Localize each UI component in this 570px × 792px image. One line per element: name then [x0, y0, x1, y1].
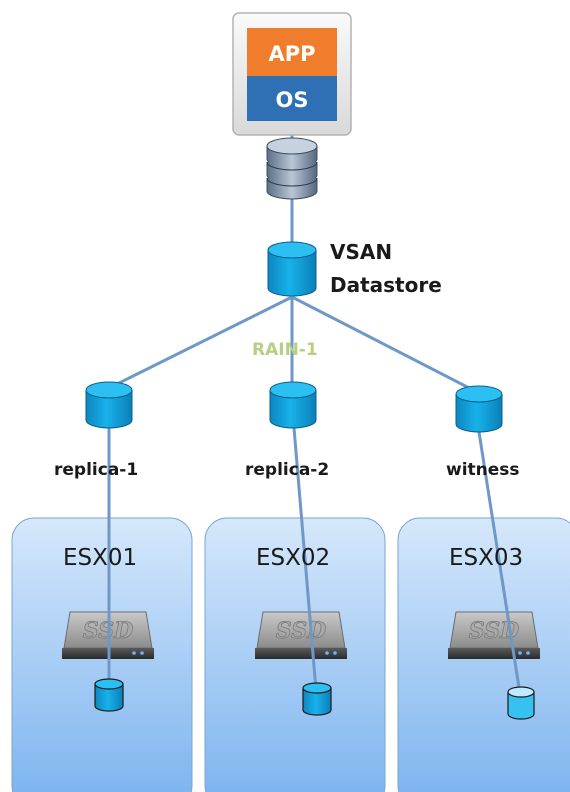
witness-cylinder: [455, 385, 503, 433]
app-layer: [247, 28, 337, 76]
vm-icon: APP OS: [232, 12, 352, 136]
os-layer: [247, 76, 337, 121]
replica1-disk-object: [94, 678, 124, 712]
host-name-esx03: ESX03: [449, 545, 524, 571]
datastore-label-line1: VSAN: [330, 240, 393, 264]
host-name-esx02: ESX02: [256, 545, 331, 571]
replica1-cylinder: [85, 381, 133, 429]
ssd-drive-esx03: SSD: [448, 611, 540, 659]
connector-witness-to-disk: [477, 431, 522, 695]
host-name-esx01: ESX01: [63, 545, 138, 571]
component-label-replica-2: replica-2: [245, 460, 330, 480]
witness-disk-object: [507, 686, 535, 720]
virtual-disk-icon: [266, 137, 318, 200]
os-label: OS: [276, 88, 309, 112]
ssd-label: SSD: [469, 618, 519, 644]
component-label-replica-1: replica-1: [54, 460, 139, 480]
connectors: [107, 135, 522, 695]
component-label-witness: witness: [446, 460, 520, 480]
ssd-drive-esx02: SSD: [255, 611, 347, 659]
app-label: APP: [268, 42, 315, 66]
replica2-cylinder: [269, 381, 317, 429]
connector-datastore-to-witness: [291, 295, 478, 394]
connector-datastore-to-replica1: [108, 295, 293, 390]
datastore-label-line2: Datastore: [330, 273, 442, 297]
replica2-disk-object: [302, 682, 332, 716]
datastore-cylinder: [267, 241, 317, 297]
ssd-label: SSD: [276, 618, 326, 644]
connector-replica2-to-disk: [292, 427, 318, 691]
policy-label: RAIN-1: [252, 340, 318, 360]
